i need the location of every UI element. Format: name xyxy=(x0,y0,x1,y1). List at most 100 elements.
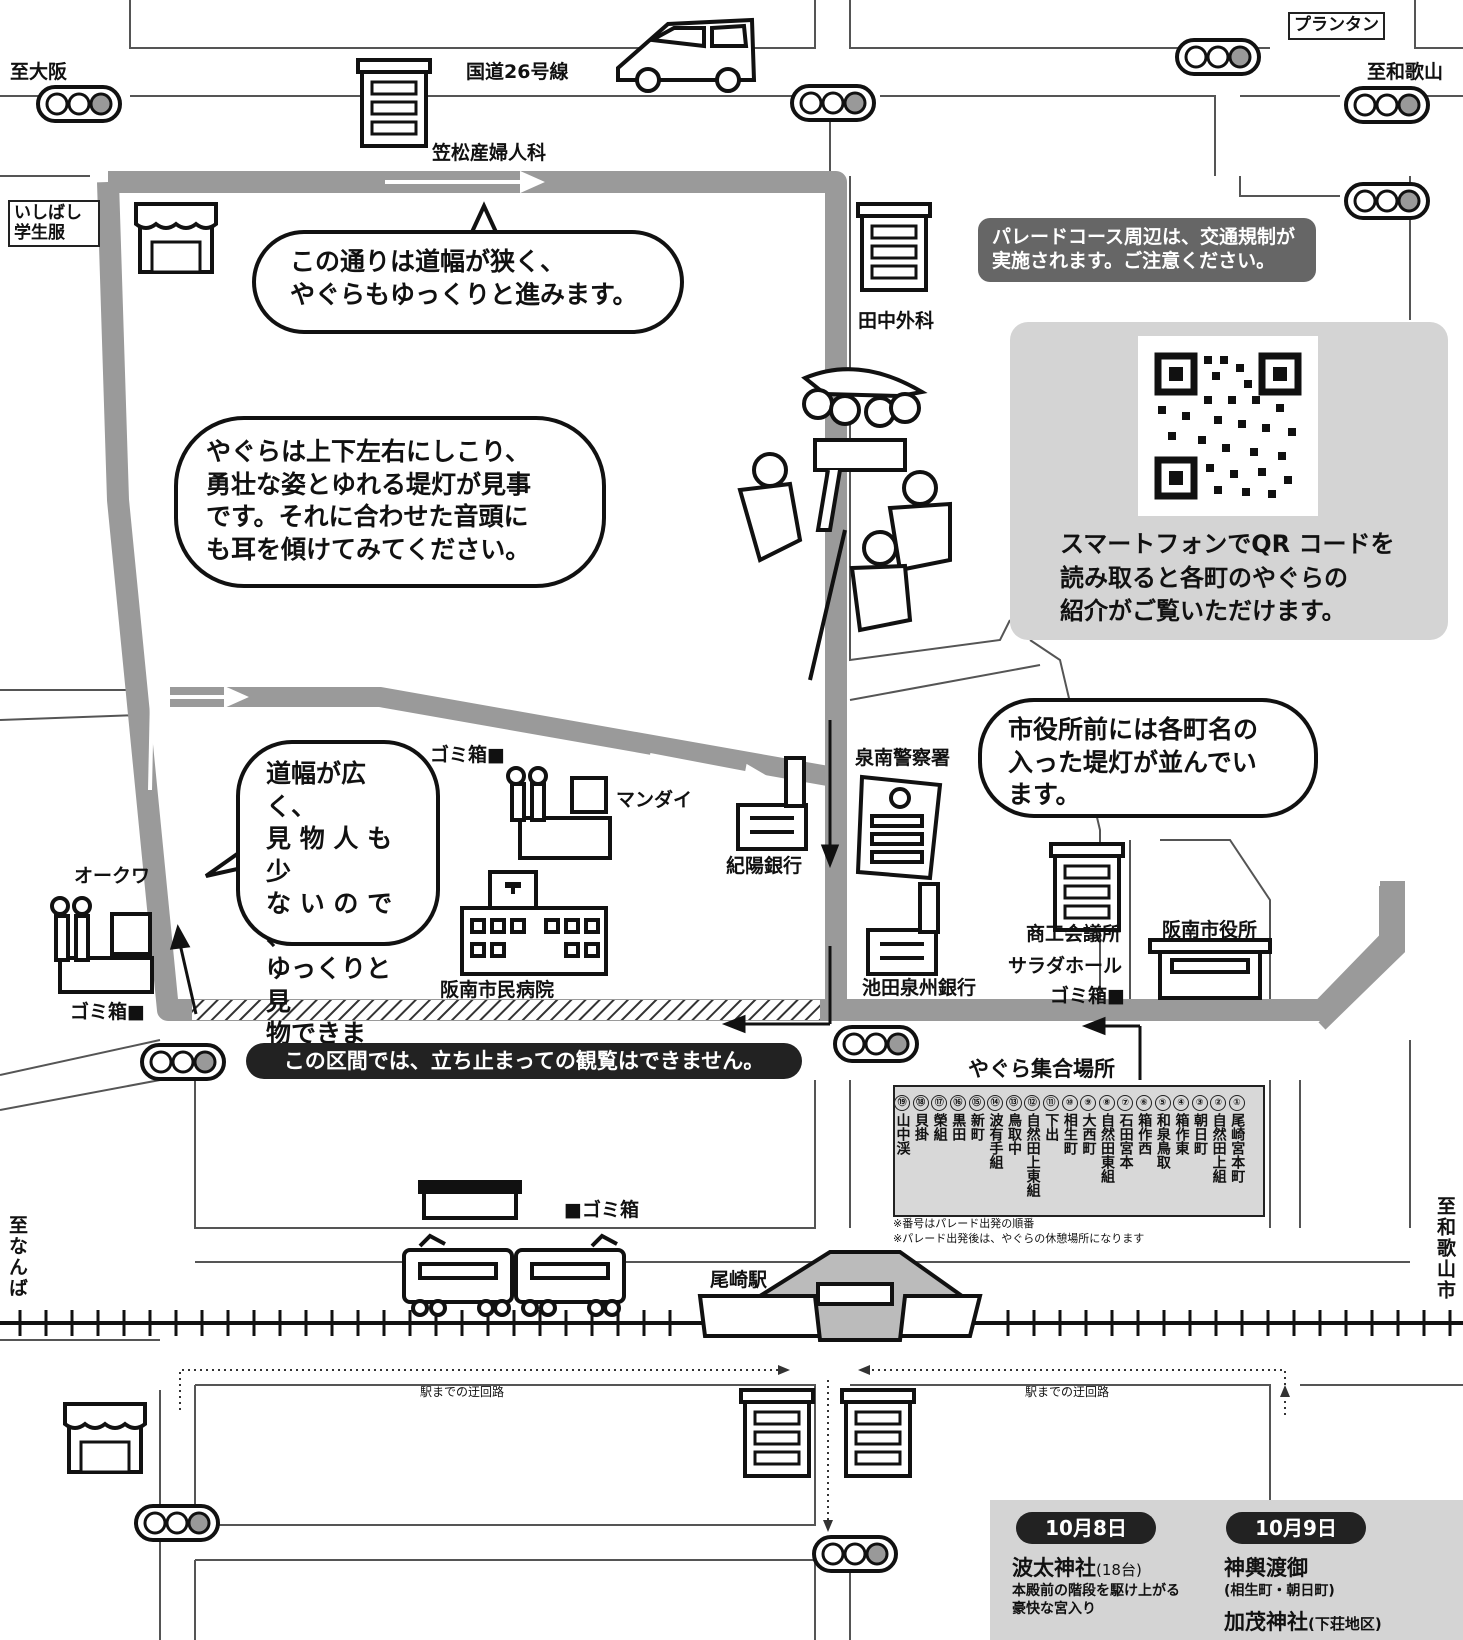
kiyo-bank-icon xyxy=(736,756,808,851)
traffic-light-icon xyxy=(1344,86,1430,124)
detour-left-label: 駅までの迂回路 xyxy=(420,1385,505,1399)
assembly-entry-name: 自然田東組 xyxy=(1099,1113,1116,1183)
schedule-panel: 10月8日 10月9日 波太神社(18台) 本殿前の階段を駆け上がる 豪快な宮入… xyxy=(990,1500,1463,1640)
ozaki-station-label: 尾崎駅 xyxy=(710,1269,768,1291)
assembly-entry-number: ⑧ xyxy=(1098,1095,1115,1111)
assembly-entry-name: 相生町 xyxy=(1061,1113,1078,1155)
assembly-entry-number: ⑯ xyxy=(949,1095,966,1111)
assembly-entry: ⑱ 貝掛 xyxy=(912,1095,929,1141)
assembly-entry-number: ③ xyxy=(1191,1095,1208,1111)
assembly-entry-name: 貝掛 xyxy=(913,1113,930,1141)
building-icon xyxy=(840,1388,916,1478)
yagura-float-illustration xyxy=(737,367,952,681)
assembly-entry-number: ④ xyxy=(1173,1095,1190,1111)
assembly-entry: ④ 箱作東 xyxy=(1173,1095,1190,1155)
traffic-light-icon xyxy=(36,85,122,123)
train-icon xyxy=(402,1233,626,1317)
assembly-entry-number: ⑰ xyxy=(931,1095,948,1111)
assembly-entry-name: 箱作西 xyxy=(1136,1113,1153,1155)
assembly-entry-name: 黒田 xyxy=(950,1113,967,1141)
qr-panel: スマートフォンでQR コードを 読み取ると各町のやぐらの 紹介がご覧いただけます… xyxy=(1010,322,1448,640)
assembly-entry: ⑮ 新町 xyxy=(968,1095,985,1141)
assembly-entry-name: 和泉鳥取 xyxy=(1154,1113,1171,1169)
shop-icon xyxy=(63,1402,147,1474)
traffic-light-icon xyxy=(134,1504,220,1542)
assembly-entry-number: ② xyxy=(1210,1095,1227,1111)
direction-namba: 至なんば xyxy=(6,1215,28,1299)
tanaka-label: 田中外科 xyxy=(858,310,935,332)
trash-upper-label: ゴミ箱■ xyxy=(430,744,505,766)
day2-shrine: 加茂神社 xyxy=(1224,1610,1308,1634)
day2-area: (下荘地区) xyxy=(1308,1615,1382,1633)
assembly-title: やぐら集合場所 xyxy=(968,1057,1115,1081)
sennan-police-label: 泉南警察署 xyxy=(855,747,951,769)
assembly-entry-number: ⑱ xyxy=(912,1095,929,1111)
bubble-yagura-description: やぐらは上下左右にしこり、 勇壮な姿とゆれる堤灯が見事 です。それに合わせた音頭… xyxy=(174,416,606,588)
kiyo-bank-label: 紀陽銀行 xyxy=(726,855,803,877)
building-icon xyxy=(856,202,932,292)
assembly-entry-number: ⑥ xyxy=(1135,1095,1152,1111)
car-icon xyxy=(616,17,757,93)
bubble-lanterns: 市役所前には各町名の 入った堤灯が並んでい ます。 xyxy=(978,698,1318,818)
direction-wakayama: 至和歌山 xyxy=(1367,61,1444,83)
direction-wakayama-city: 至和歌山市 xyxy=(1434,1196,1456,1301)
mandai-store-icon xyxy=(506,766,612,860)
traffic-light-icon xyxy=(1344,182,1430,220)
hospital-icon xyxy=(460,870,608,976)
assembly-entry-name: 自然田上組 xyxy=(1210,1113,1227,1183)
day1-date: 10月8日 xyxy=(1016,1512,1156,1544)
traffic-light-icon xyxy=(812,1535,898,1573)
qr-code[interactable] xyxy=(1138,336,1318,516)
assembly-entry-name: 尾崎宮本町 xyxy=(1229,1113,1246,1183)
traffic-light-icon xyxy=(790,84,876,122)
traffic-light-icon xyxy=(833,1025,919,1063)
building-icon xyxy=(1049,842,1125,932)
bubble-wide-road: 道幅が広く、 見 物 人 も 少 な い の で 、 ゆっくりと見 物できます。 xyxy=(236,740,440,1081)
day1-count: (18台) xyxy=(1096,1561,1142,1579)
assembly-entry: ⑧ 自然田東組 xyxy=(1098,1095,1115,1183)
bubble-narrow-road: この通りは道幅が狭く、 やぐらもゆっくりと進みます。 xyxy=(252,230,684,334)
assembly-entry: ⑯ 黒田 xyxy=(949,1095,966,1141)
qr-instruction: スマートフォンでQR コードを 読み取ると各町のやぐらの 紹介がご覧いただけます… xyxy=(1060,530,1395,626)
trash-station-label: ■ゴミ箱 xyxy=(564,1199,639,1221)
qr-code-icon xyxy=(1154,352,1302,500)
assembly-entry-number: ① xyxy=(1228,1095,1245,1111)
assembly-entry-number: ⑪ xyxy=(1042,1095,1059,1111)
station-store-icon xyxy=(418,1180,522,1220)
traffic-light-icon xyxy=(1175,38,1261,76)
assembly-entry-name: 下出 xyxy=(1043,1113,1060,1141)
assembly-note-rest: ※パレード出発後は、やぐらの休憩場所になります xyxy=(893,1232,1145,1245)
assembly-entry: ⑰ 榮組 xyxy=(931,1095,948,1141)
shop-icon xyxy=(134,202,218,274)
assembly-entry: ⑥ 箱作西 xyxy=(1135,1095,1152,1155)
assembly-entry: ① 尾崎宮本町 xyxy=(1228,1095,1245,1183)
assembly-entry-name: 山中渓 xyxy=(894,1113,911,1155)
okuwa-label: オークワ xyxy=(74,865,151,887)
kasamatsu-label: 笠松産婦人科 xyxy=(432,142,547,164)
no-viewing-zone xyxy=(192,1000,820,1020)
assembly-entry-name: 新町 xyxy=(968,1113,985,1141)
assembly-entry-name: 波有手組 xyxy=(987,1113,1004,1169)
day1-desc: 本殿前の階段を駆け上がる 豪快な宮入り xyxy=(1012,1583,1180,1618)
day2-towns: (相生町・朝日町) xyxy=(1224,1583,1335,1599)
assembly-entry-name: 自然田上東組 xyxy=(1024,1113,1041,1197)
trash-right-label: ゴミ箱■ xyxy=(1050,985,1125,1007)
assembly-entry: ⑫ 自然田上東組 xyxy=(1024,1095,1041,1197)
building-icon xyxy=(739,1388,815,1478)
mandai-label: マンダイ xyxy=(616,789,693,811)
assembly-entry-number: ⑫ xyxy=(1024,1095,1041,1111)
bubble-tail xyxy=(468,201,500,234)
assembly-entry-name: 榮組 xyxy=(931,1113,948,1141)
traffic-notice: パレードコース周辺は、交通規制が 実施されます。ご注意ください。 xyxy=(978,218,1316,282)
assembly-entry-name: 箱作東 xyxy=(1173,1113,1190,1155)
day1-shrine: 波太神社 xyxy=(1012,1556,1096,1580)
assembly-entry-number: ⑮ xyxy=(968,1095,985,1111)
ishibashi-label: いしばし 学生服 xyxy=(8,200,100,248)
assembly-entry-number: ⑬ xyxy=(1005,1095,1022,1111)
